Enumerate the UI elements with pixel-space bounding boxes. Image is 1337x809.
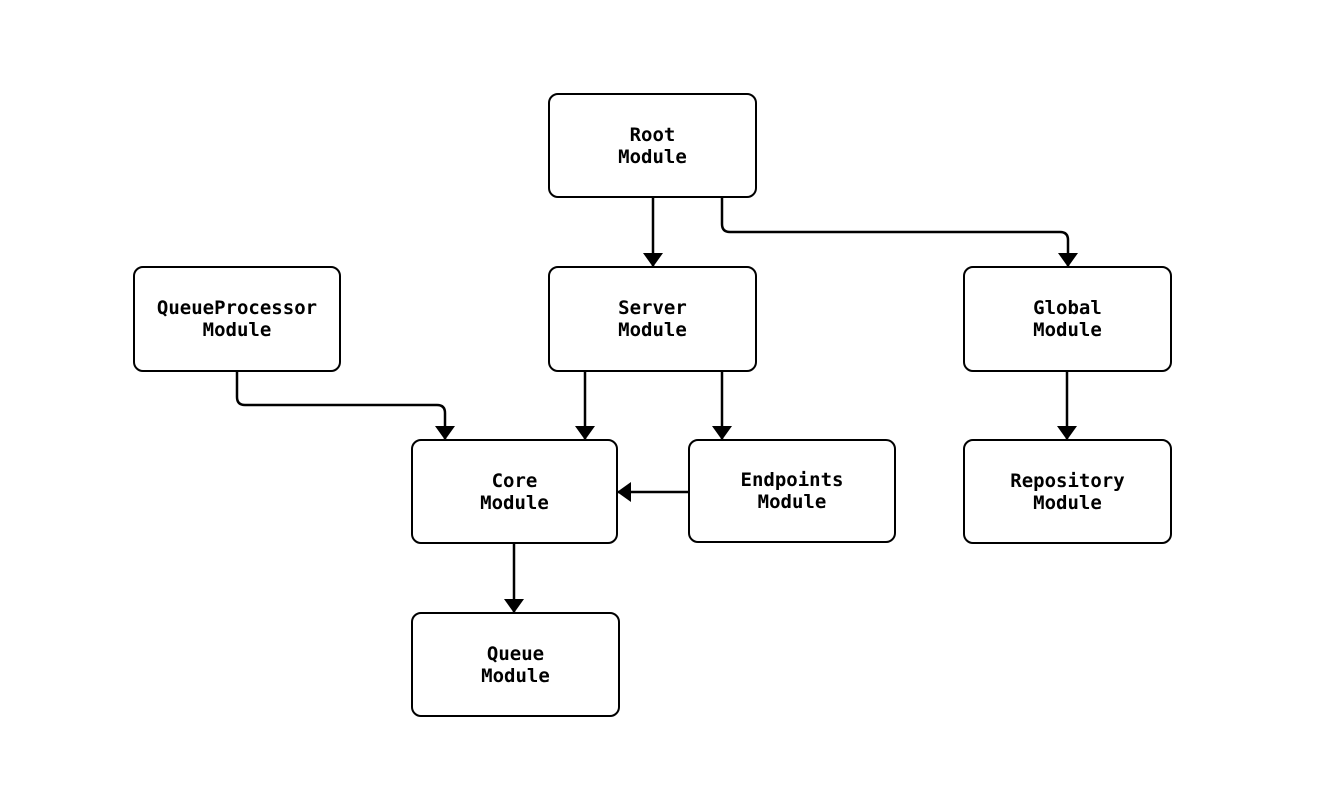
module-node-core: Core Module	[411, 439, 618, 544]
module-node-label-queueprocessor: QueueProcessor Module	[156, 297, 318, 341]
edge-queueprocessor-to-core	[235, 372, 455, 440]
module-node-server: Server Module	[548, 266, 757, 372]
module-node-label-core: Core Module	[480, 469, 549, 514]
module-node-global: Global Module	[963, 266, 1172, 372]
module-node-root: Root Module	[548, 93, 757, 198]
module-node-label-server: Server Module	[618, 297, 687, 341]
edge-root-to-global	[720, 198, 1078, 267]
module-node-label-repository: Repository Module	[1010, 469, 1125, 514]
module-node-label-root: Root Module	[618, 123, 687, 168]
module-node-label-endpoints: Endpoints Module	[740, 469, 844, 513]
module-node-endpoints: Endpoints Module	[688, 439, 896, 543]
edge-group	[235, 198, 1078, 613]
module-node-label-global: Global Module	[1033, 297, 1102, 341]
module-node-label-queue: Queue Module	[481, 642, 550, 687]
module-node-queueprocessor: QueueProcessor Module	[133, 266, 341, 372]
module-node-queue: Queue Module	[411, 612, 620, 717]
module-node-repository: Repository Module	[963, 439, 1172, 544]
